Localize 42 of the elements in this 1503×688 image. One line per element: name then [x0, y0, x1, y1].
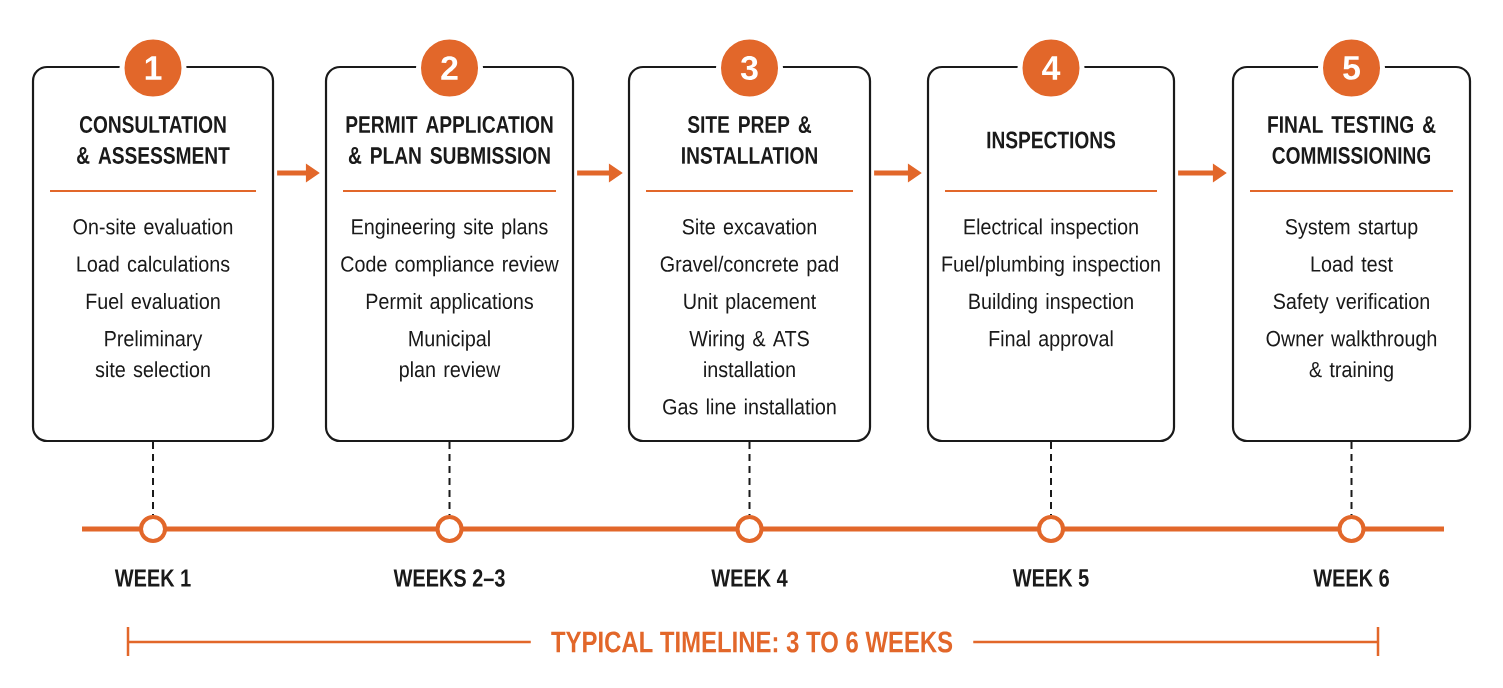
step-number-badge: 2 [416, 34, 483, 102]
timeline-caption: TYPICAL TIMELINE: 3 TO 6 WEEKS [551, 631, 953, 653]
step-number-badge: 4 [1017, 34, 1085, 102]
task-item: Wiring & ATS installation [689, 330, 809, 378]
dashed-connector [1350, 441, 1353, 516]
task-item: Fuel evaluation [86, 293, 220, 310]
task-item: Municipal plan review [400, 330, 501, 382]
dashed-connector [448, 441, 451, 516]
step-number-badge: 5 [1318, 34, 1385, 102]
task-item: Engineering site plans [352, 218, 548, 239]
dashed-connector [1050, 441, 1052, 516]
task-item: Electrical inspection [964, 218, 1138, 239]
task-item: Preliminary site selection [95, 330, 210, 378]
task-item: Gravel/concrete pad [660, 255, 838, 277]
dashed-connector [748, 441, 751, 516]
task-item: Load test [1311, 255, 1393, 272]
task-item: Unit placement [684, 293, 816, 314]
step-heading: FINAL TESTING & COMMISSIONING [1268, 116, 1436, 164]
task-item: Owner walkthrough & training [1266, 330, 1437, 382]
step-heading: PERMIT APPLICATION & PLAN SUBMISSION [346, 116, 553, 164]
step-heading: INSPECTIONS [987, 131, 1116, 149]
step-number-badge: 1 [119, 34, 187, 102]
task-item: Safety verification [1273, 293, 1429, 314]
task-item: Fuel/plumbing inspection [942, 255, 1160, 277]
week-label: WEEK 6 [1313, 569, 1389, 587]
task-item: On-site evaluation [73, 218, 233, 235]
step-number-badge: 3 [716, 34, 783, 102]
task-item: Gas line installation [663, 398, 836, 415]
week-label: WEEK 1 [114, 569, 191, 587]
week-label: WEEK 5 [1012, 569, 1089, 587]
task-item: Code compliance review [341, 255, 559, 277]
task-item: Building inspection [969, 293, 1133, 314]
step-heading: SITE PREP & INSTALLATION [682, 116, 817, 164]
task-item: System startup [1285, 219, 1418, 239]
task-item: Permit applications [366, 293, 533, 314]
step-heading: CONSULTATION & ASSESSMENT [77, 116, 230, 164]
week-label: WEEKS 2–3 [393, 569, 505, 587]
task-item: Site excavation [682, 218, 816, 235]
task-item: Load calculations [77, 255, 230, 272]
week-label: WEEK 4 [711, 569, 788, 587]
task-item: Final approval [989, 330, 1113, 351]
dashed-connector [152, 441, 154, 516]
